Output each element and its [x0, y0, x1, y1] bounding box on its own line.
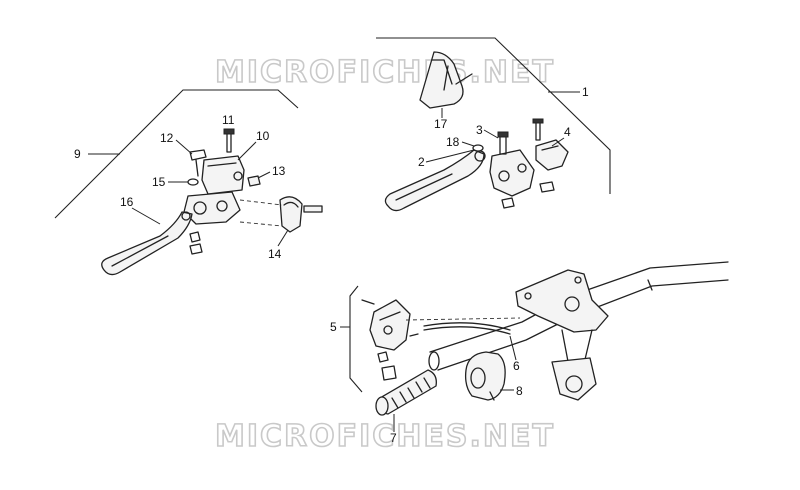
master-cylinder-body — [183, 155, 245, 225]
watermark-top: MICROFICHES.NET — [215, 55, 555, 90]
clamp-4 — [535, 139, 569, 171]
switch-8 — [464, 351, 506, 401]
callout-9: 9 — [74, 147, 81, 161]
throttle-housing — [369, 299, 411, 351]
group-1-clutch-lever — [376, 37, 611, 212]
lever-16 — [101, 211, 193, 276]
grip-7 — [375, 369, 437, 416]
callout-7: 7 — [390, 431, 397, 445]
callout-labels: 1 2 3 4 5 6 7 8 9 10 11 12 13 14 15 16 1… — [74, 85, 589, 445]
callout-16: 16 — [120, 195, 134, 209]
callout-10: 10 — [256, 129, 270, 143]
screw-12 — [189, 149, 207, 161]
washer-15 — [187, 178, 199, 186]
watermark-bottom: MICROFICHES.NET — [215, 419, 555, 454]
group-5-throttle — [340, 285, 521, 393]
callout-15: 15 — [152, 175, 166, 189]
cable-6 — [423, 322, 511, 331]
lever-bracket — [489, 149, 535, 197]
callout-2: 2 — [418, 155, 425, 169]
callout-1: 1 — [582, 85, 589, 99]
callout-12: 12 — [160, 131, 174, 145]
bracket-5 — [349, 285, 363, 393]
screw-3 — [499, 135, 507, 155]
callout-8: 8 — [516, 384, 523, 398]
handlebar-assembly — [423, 261, 729, 401]
callout-5: 5 — [330, 320, 337, 334]
washer-18 — [472, 144, 484, 152]
nut-13 — [247, 175, 261, 187]
cover-17 — [419, 51, 473, 109]
callout-4: 4 — [564, 125, 571, 139]
callout-14: 14 — [268, 247, 282, 261]
callout-3: 3 — [476, 123, 483, 137]
bracket-1 — [376, 37, 611, 194]
callout-18: 18 — [446, 135, 460, 149]
handlebar-clamp — [515, 269, 609, 333]
clamp-14 — [279, 196, 323, 233]
group-9-brake-master-cylinder — [54, 89, 323, 276]
callout-17: 17 — [434, 117, 448, 131]
callout-13: 13 — [272, 164, 286, 178]
screw-11 — [226, 132, 232, 153]
callout-6: 6 — [513, 359, 520, 373]
callout-11: 11 — [222, 113, 235, 127]
lever-2 — [384, 149, 485, 212]
